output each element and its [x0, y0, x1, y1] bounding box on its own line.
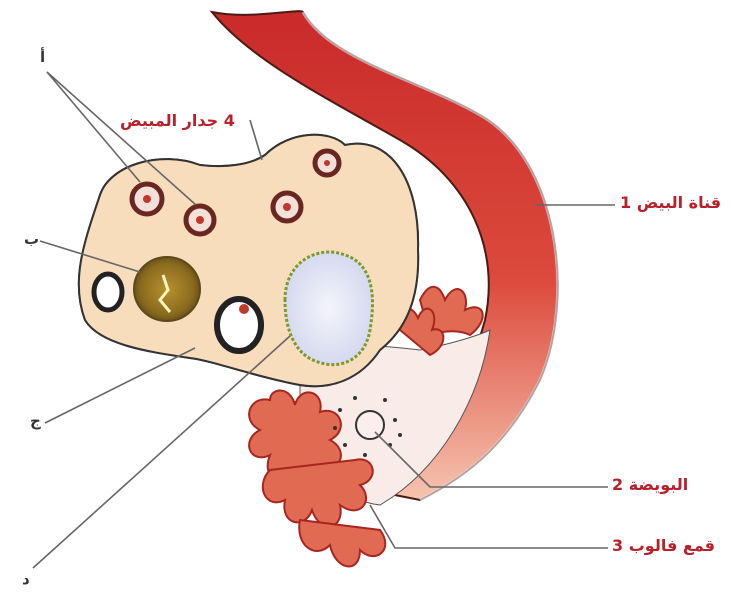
label-letter-a: أ — [40, 48, 45, 66]
label-ovule: البويضة 2 — [612, 475, 688, 494]
label-oviduct: قناة البيض 1 — [620, 193, 721, 212]
ovule — [356, 411, 384, 439]
label-letter-d: د — [22, 570, 30, 588]
label-letter-c: ج — [30, 412, 41, 430]
label-ovary-wall: 4 جدار المبيض — [120, 111, 235, 130]
follicle-cavity-left — [94, 274, 122, 310]
label-funnel: قمع فالوب 3 — [612, 536, 715, 555]
label-letter-b: ب — [24, 230, 39, 248]
follicle-cavity-right — [217, 299, 261, 351]
mature-follicle — [285, 252, 372, 365]
